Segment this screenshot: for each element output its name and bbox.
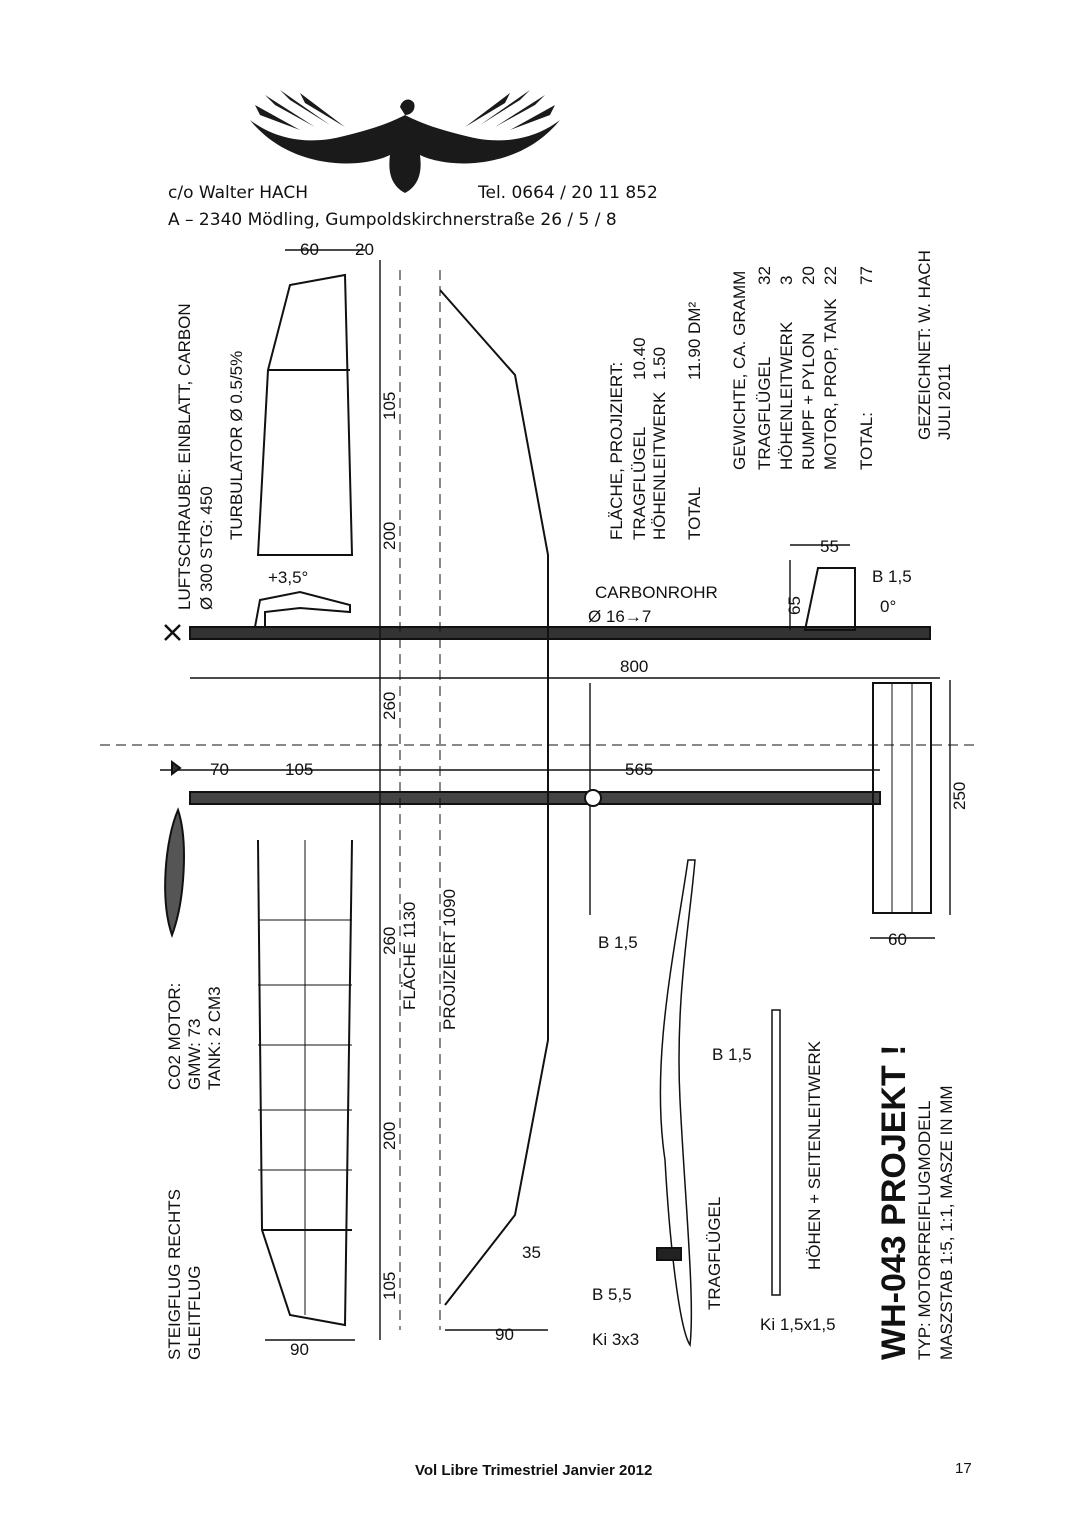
propeller-note-2: Ø 300 STG: 450 xyxy=(197,486,216,610)
dim-800: 800 xyxy=(620,657,648,676)
dim-105-upper: 105 xyxy=(380,392,399,420)
project-sub-2: MASZSTAB 1:5, 1:1, MASZE IN MM xyxy=(937,1085,956,1360)
contact-name: c/o Walter HACH xyxy=(168,183,309,203)
weight-row-1-label: TRAGFLÜGEL xyxy=(755,357,774,470)
stabilizer-top xyxy=(872,682,932,914)
fin-side xyxy=(803,567,856,631)
weight-row-2-label: HÖHENLEITWERK xyxy=(777,321,796,470)
dim-260-lower: 260 xyxy=(380,927,399,955)
dim-565: 565 xyxy=(625,760,653,779)
wing-angle: +3,5° xyxy=(268,568,308,587)
weight-row-3-value: 20 xyxy=(799,266,818,285)
weight-row-1-value: 32 xyxy=(755,266,774,285)
project-title: WH-043 PROJEKT ! xyxy=(875,1045,913,1361)
dim-90-left: 90 xyxy=(290,1340,309,1359)
carbon-tube-label: CARBONROHR xyxy=(595,583,718,602)
weight-row-3-label: RUMPF + PYLON xyxy=(799,333,818,470)
drawn-by: GEZEICHNET: W. HACH xyxy=(915,250,934,440)
wing-tip-upper xyxy=(256,273,354,556)
weight-row-5-label: TOTAL: xyxy=(857,412,876,470)
gleitflug: GLEITFLUG xyxy=(185,1266,204,1360)
propeller-note-1: LUFTSCHRAUBE: EINBLATT, CARBON xyxy=(175,303,194,610)
area-row-2-value: 1.50 xyxy=(650,347,669,380)
area-row-1-value: 10.40 xyxy=(630,337,649,380)
propeller-top xyxy=(164,807,185,938)
leitwerk-label: HÖHEN + SEITENLEITWERK xyxy=(805,1040,824,1270)
dim-35: 35 xyxy=(522,1243,541,1262)
weights-title: GEWICHTE, CA. GRAMM xyxy=(730,271,749,470)
b15-wing: B 1,5 xyxy=(598,933,638,952)
dim-20-top: 20 xyxy=(355,240,374,259)
dim-105-lower: 105 xyxy=(380,1272,399,1300)
weight-row-2-value: 3 xyxy=(777,276,796,285)
footer-title: Vol Libre Trimestriel Janvier 2012 xyxy=(415,1462,653,1479)
contact-line-1: c/o Walter HACH Tel. 0664 / 20 11 852 xyxy=(168,183,708,203)
flaeche-label: FLÄCHE 1130 xyxy=(400,902,419,1010)
wing-pylon-side xyxy=(254,590,351,628)
stab-rib-section xyxy=(771,1009,781,1296)
dim-200-lower: 200 xyxy=(380,1122,399,1150)
model-plan-drawing: LUFTSCHRAUBE: EINBLATT, CARBON Ø 300 STG… xyxy=(100,240,980,1361)
co2-gmw: GMW: 73 xyxy=(185,1019,204,1090)
project-sub-1: TYP: MOTORFREIFLUGMODELL xyxy=(915,1101,934,1360)
weight-row-4-label: MOTOR, PROP, TANK xyxy=(821,298,840,470)
dim-200-upper: 200 xyxy=(380,522,399,550)
dim-260-upper: 260 xyxy=(380,692,399,720)
fuselage-side xyxy=(189,626,931,640)
area-row-2-label: HÖHENLEITWERK xyxy=(650,391,669,540)
page-number: 17 xyxy=(955,1460,972,1477)
fuselage-top xyxy=(189,791,881,805)
steigflug: STEIGFLUG RECHTS xyxy=(165,1189,184,1360)
area-row-3-value: 11.90 DM² xyxy=(685,302,704,380)
tragfluegel-label: TRAGFLÜGEL xyxy=(705,1197,724,1310)
dim-90-right: 90 xyxy=(495,1325,514,1344)
weight-row-4-value: 22 xyxy=(821,266,840,285)
contact-address: A – 2340 Mödling, Gumpoldskirchnerstraße… xyxy=(168,210,617,230)
tail-angle: 0° xyxy=(880,597,896,616)
drawn-date: JULI 2011 xyxy=(935,364,954,440)
dim-250: 250 xyxy=(950,782,969,810)
ki15x15: Ki 1,5x1,5 xyxy=(760,1315,836,1334)
co2-motor: CO2 MOTOR: xyxy=(165,983,184,1090)
b15-tail: B 1,5 xyxy=(872,567,912,586)
area-row-1-label: TRAGFLÜGEL xyxy=(630,427,649,540)
dim-105-nose: 105 xyxy=(285,760,313,779)
tube-diameter: Ø 16→7 xyxy=(588,607,651,626)
turbulator-note: TURBULATOR Ø 0.5/5% xyxy=(227,351,246,540)
contact-phone: Tel. 0664 / 20 11 852 xyxy=(478,183,658,203)
area-row-3-label: TOTAL xyxy=(685,487,704,540)
b15-stab: B 1,5 xyxy=(712,1045,752,1064)
dim-55: 55 xyxy=(820,537,839,556)
b55: B 5,5 xyxy=(592,1285,632,1304)
dim-60-top: 60 xyxy=(300,240,319,259)
projiziert-label: PROJIZIERT 1090 xyxy=(440,889,459,1030)
eagle-logo xyxy=(250,90,560,193)
weight-row-5-value: 77 xyxy=(857,266,876,285)
area-title: FLÄCHE, PROJIZIERT: xyxy=(607,362,626,540)
dim-60-stab: 60 xyxy=(888,930,907,949)
co2-tank: TANK: 2 CM3 xyxy=(205,986,224,1090)
wing-rib-section xyxy=(659,859,696,1348)
dim-70: 70 xyxy=(210,760,229,779)
ki3x3: Ki 3x3 xyxy=(592,1330,639,1349)
dim-65: 65 xyxy=(785,596,804,615)
